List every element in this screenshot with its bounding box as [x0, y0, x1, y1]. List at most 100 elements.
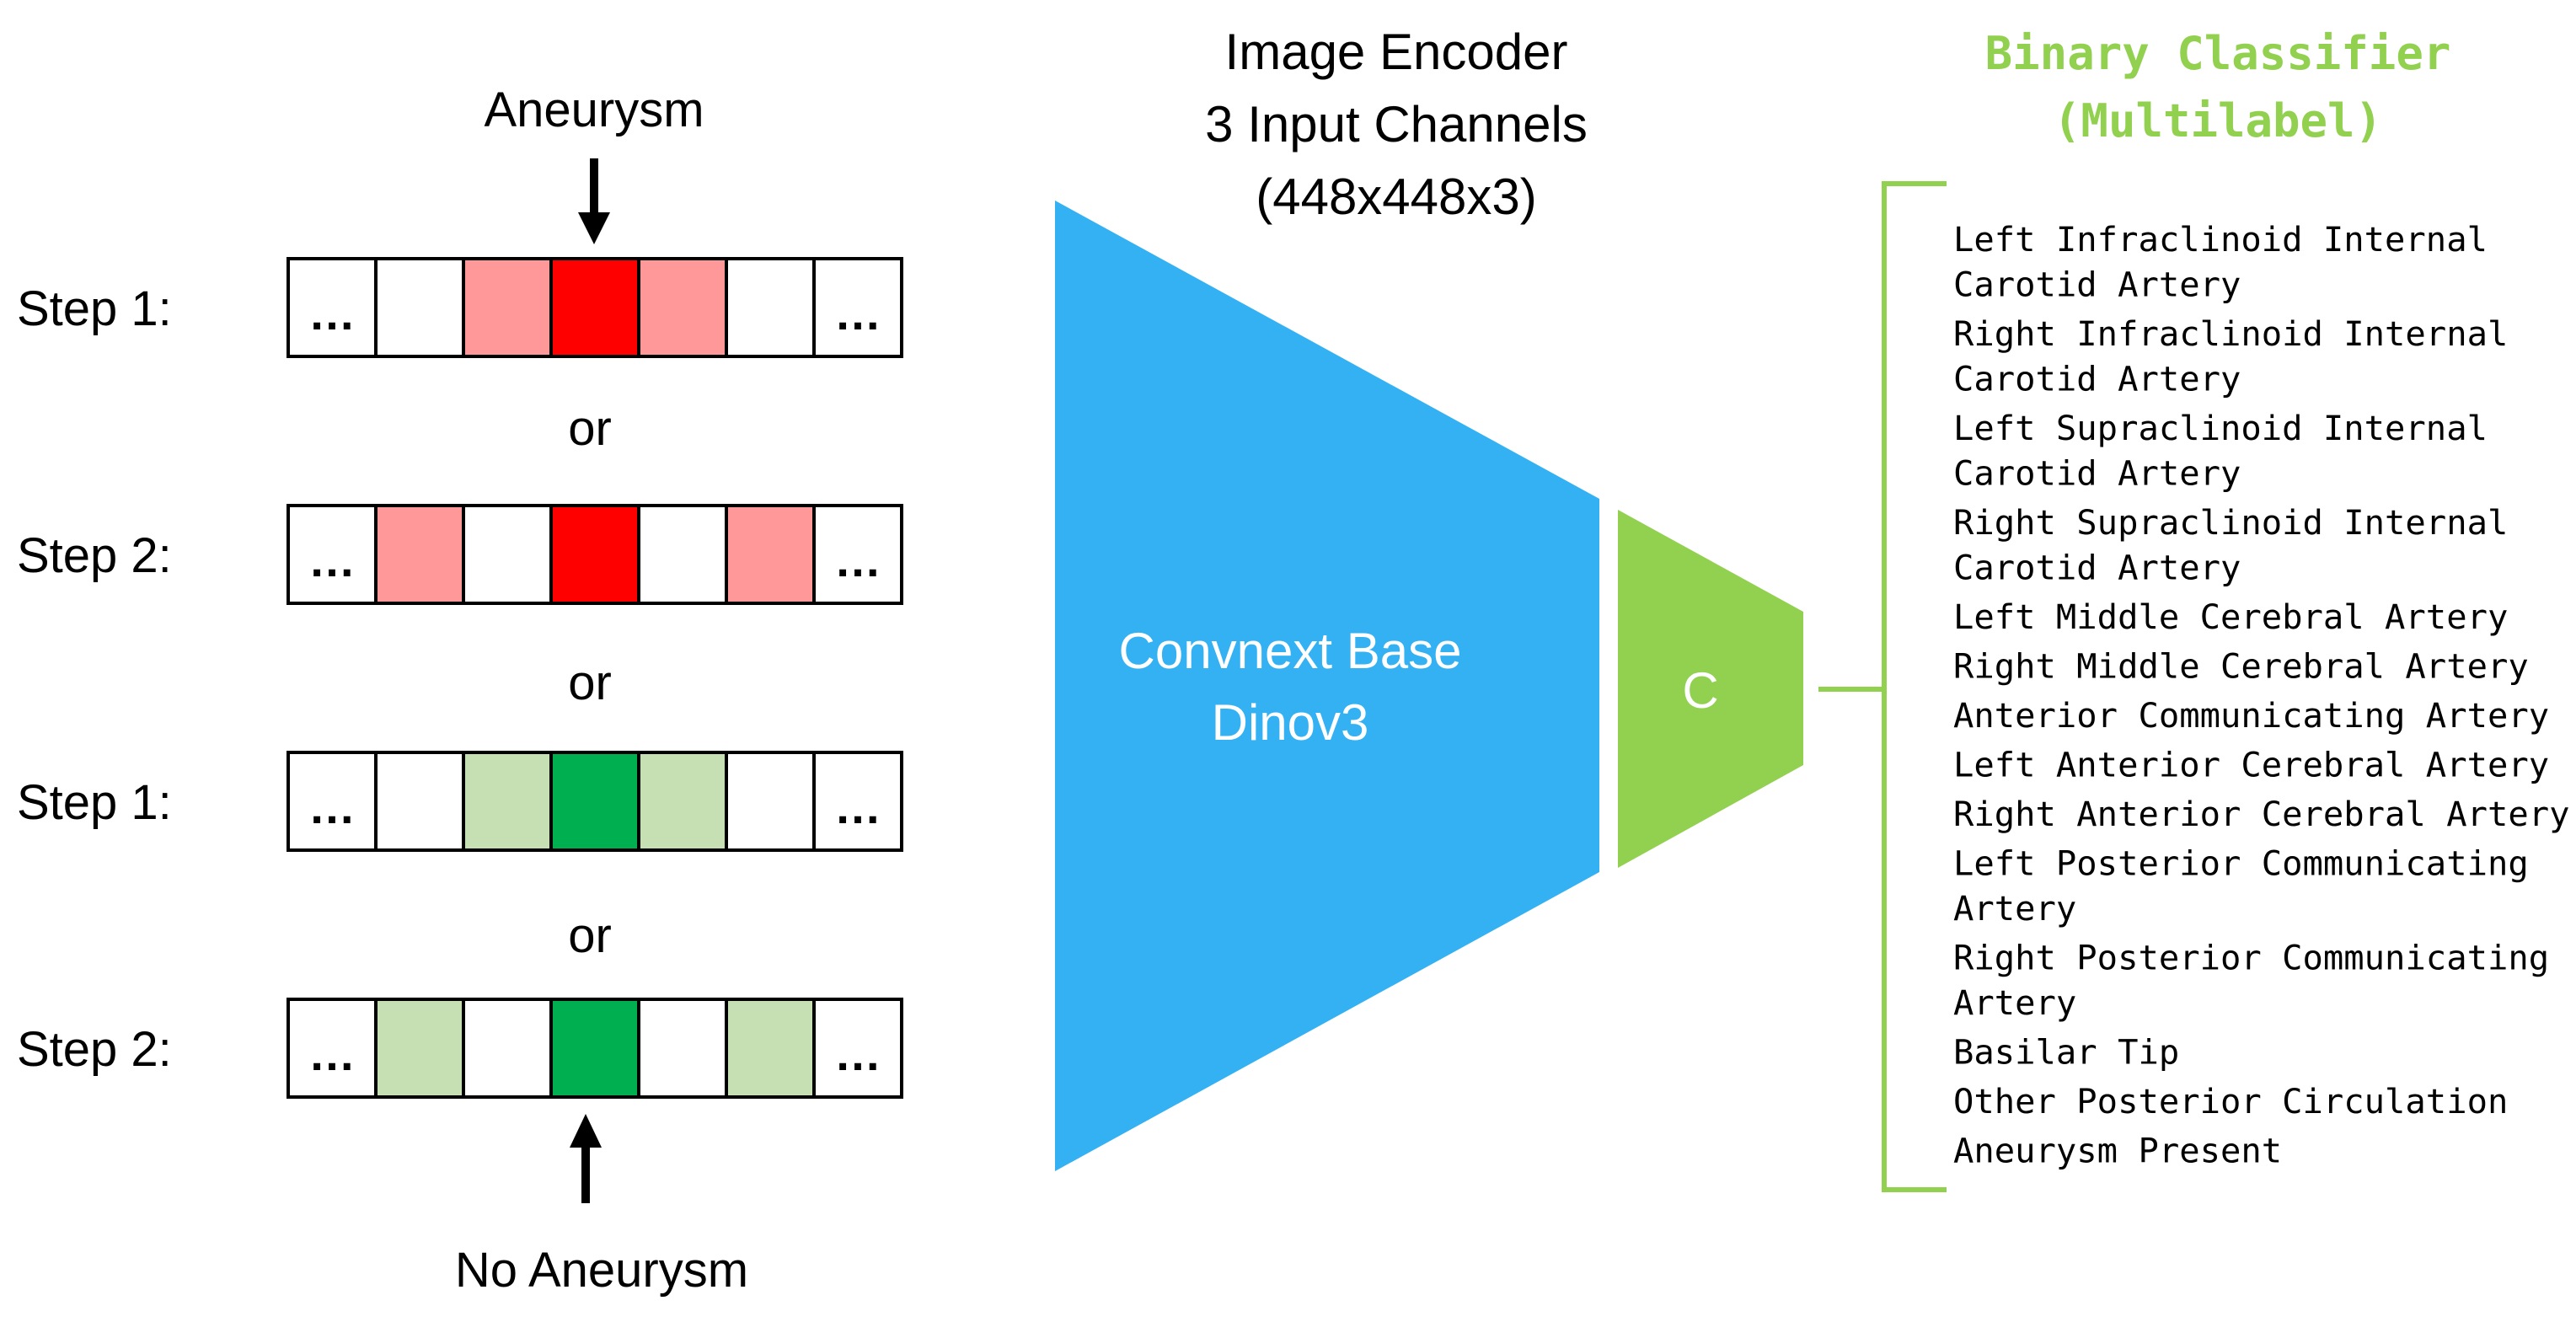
classifier-title-line-2: (Multilabel) [2054, 94, 2382, 147]
encoder-title-line-1: Image Encoder [1225, 24, 1568, 80]
output-label-line: Carotid Artery [1953, 265, 2241, 305]
output-label-line: Carotid Artery [1953, 359, 2241, 399]
output-label-line: Carotid Artery [1953, 453, 2241, 494]
output-label: Left Anterior Cerebral Artery [1953, 745, 2549, 785]
step-label: Step 1: [17, 775, 172, 830]
ellipsis-icon: … [834, 780, 881, 833]
ellipsis-icon: … [308, 1027, 356, 1080]
sequence-cell-healthy-neighbor [374, 998, 465, 1099]
ellipsis-icon: … [834, 1027, 881, 1080]
sequence-cell-aneurysm-neighbor [637, 257, 728, 358]
sequence-cell-empty [374, 751, 465, 852]
encoder-body-line-1: Convnext Base [1119, 623, 1462, 679]
sequence-row: Step 2: … … [17, 504, 903, 605]
output-label-line: Left Anterior Cerebral Artery [1953, 745, 2549, 785]
sequence-cell-aneurysm-center [549, 504, 640, 605]
input-sequence-panel: Aneurysm Step 1:……Step 2:……Step 1:……Step… [17, 83, 903, 1298]
image-encoder: Image Encoder 3 Input Channels (448x448x… [1055, 24, 1599, 1171]
classifier-outputs: Binary Classifier (Multilabel) Left Infr… [1953, 27, 2570, 1171]
output-label: Basilar Tip [1953, 1032, 2179, 1073]
sequence-cell-dots [812, 504, 903, 605]
down-arrow-icon [578, 158, 610, 244]
sequence-cell-aneurysm-neighbor [725, 504, 816, 605]
ellipsis-icon: … [308, 780, 356, 833]
output-label: Right Anterior Cerebral Artery [1953, 794, 2570, 834]
ellipsis-icon: … [308, 533, 356, 586]
output-label-line: Right Middle Cerebral Artery [1953, 646, 2529, 687]
sequence-cell-healthy-neighbor [637, 751, 728, 852]
ellipsis-icon: … [834, 286, 881, 340]
encoder-body-line-2: Dinov3 [1212, 694, 1369, 751]
sequence-cell-healthy-center [549, 998, 640, 1099]
output-label-line: Basilar Tip [1953, 1032, 2179, 1073]
step-label: Step 1: [17, 281, 172, 336]
ellipsis-icon: … [308, 286, 356, 340]
encoder-title-line-2: 3 Input Channels [1205, 96, 1588, 153]
output-label: Other Posterior Circulation [1953, 1081, 2508, 1121]
encoder-title-line-3: (448x448x3) [1256, 169, 1537, 225]
no-aneurysm-label: No Aneurysm [455, 1243, 748, 1298]
ellipsis-icon: … [834, 533, 881, 586]
sequence-cell-aneurysm-center [549, 257, 640, 358]
up-arrow-icon [570, 1114, 602, 1203]
output-label-line: Left Middle Cerebral Artery [1953, 597, 2508, 637]
sequence-cell-empty [462, 998, 553, 1099]
classifier-head: C [1618, 181, 1947, 1192]
classifier-trapezoid [1618, 510, 1803, 868]
sequence-row: Step 1: … … [17, 257, 903, 358]
sequence-cell-dots [812, 751, 903, 852]
output-label-line: Artery [1953, 982, 2076, 1023]
sequence-cell-empty [462, 504, 553, 605]
output-label-line: Aneurysm Present [1953, 1131, 2282, 1171]
output-label-line: Left Supraclinoid Internal [1953, 408, 2488, 448]
sequence-rows: Step 1: … … Step 2: … … Step 1: … … Step 2: … … [17, 257, 903, 1099]
output-label-line: Left Infraclinoid Internal [1953, 219, 2488, 260]
output-label-line: Right Infraclinoid Internal [1953, 313, 2508, 354]
output-label-line: Other Posterior Circulation [1953, 1081, 2508, 1121]
aneurysm-label: Aneurysm [484, 83, 704, 137]
sequence-cell-aneurysm-neighbor [462, 257, 553, 358]
output-label: Right Middle Cerebral Artery [1953, 646, 2529, 687]
or-separator-3: or [568, 908, 612, 963]
sequence-cell-healthy-center [549, 751, 640, 852]
sequence-row: Step 1: … … [17, 751, 903, 852]
step-label: Step 2: [17, 1022, 172, 1077]
sequence-cell-dots [287, 504, 378, 605]
output-label: Anterior Communicating Artery [1953, 695, 2549, 736]
sequence-cell-healthy-neighbor [462, 751, 553, 852]
or-separator-1: or [568, 401, 612, 456]
sequence-row: Step 2: … … [17, 998, 903, 1099]
output-label: Aneurysm Present [1953, 1131, 2282, 1171]
sequence-cell-dots [812, 998, 903, 1099]
output-label-line: Right Supraclinoid Internal [1953, 502, 2508, 543]
step-label: Step 2: [17, 528, 172, 583]
sequence-cell-aneurysm-neighbor [374, 504, 465, 605]
sequence-cell-healthy-neighbor [725, 998, 816, 1099]
output-label-line: Carotid Artery [1953, 548, 2241, 588]
sequence-cell-empty [637, 504, 728, 605]
output-label-line: Anterior Communicating Artery [1953, 695, 2549, 736]
classifier-title-line-1: Binary Classifier [1985, 27, 2451, 80]
output-label-line: Artery [1953, 888, 2076, 929]
sequence-cell-empty [725, 257, 816, 358]
output-label-line: Right Anterior Cerebral Artery [1953, 794, 2570, 834]
or-separator-2: or [568, 656, 612, 710]
output-label-line: Right Posterior Communicating [1953, 938, 2549, 978]
sequence-cell-empty [637, 998, 728, 1099]
sequence-cell-empty [374, 257, 465, 358]
output-label: Left Middle Cerebral Artery [1953, 597, 2508, 637]
sequence-cell-dots [812, 257, 903, 358]
output-label-line: Left Posterior Communicating [1953, 843, 2529, 884]
classifier-head-label: C [1682, 662, 1718, 719]
encoder-trapezoid [1055, 201, 1599, 1171]
sequence-cell-empty [725, 751, 816, 852]
output-bracket [1882, 181, 1947, 1192]
